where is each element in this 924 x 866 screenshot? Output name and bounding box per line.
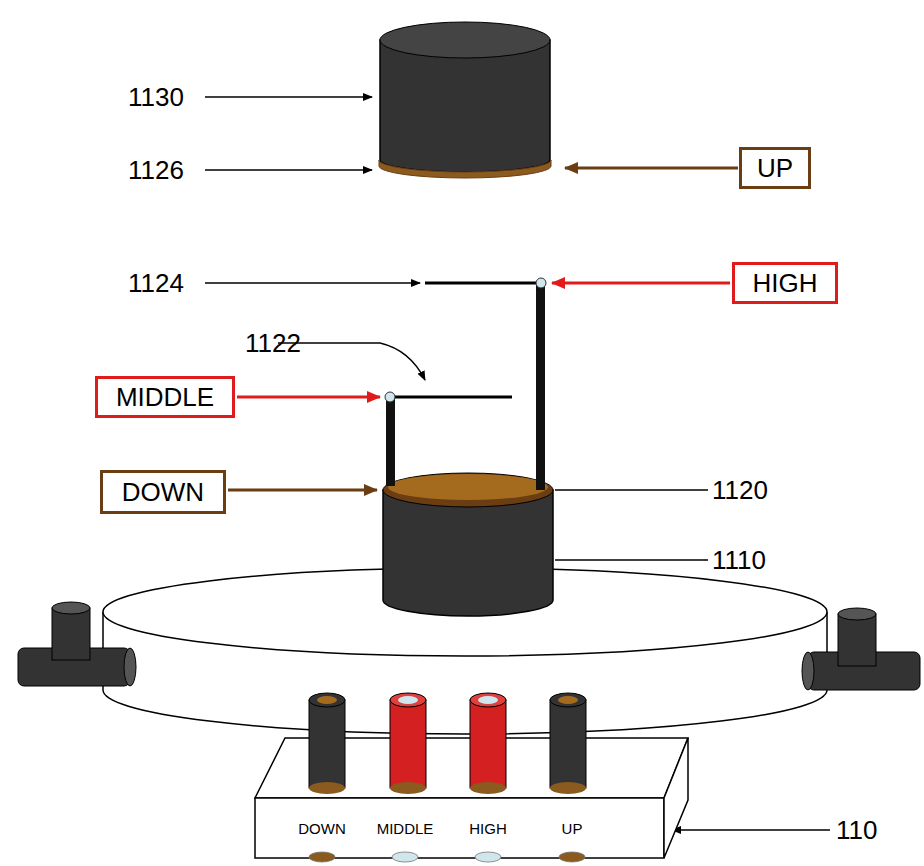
callout-number: 1120 <box>712 477 768 503</box>
high-electrode-wire <box>425 278 546 490</box>
signal-label: MIDDLE <box>116 383 214 412</box>
signal-label: HIGH <box>753 269 818 298</box>
callout-number: 1110 <box>712 547 766 573</box>
lower-electrode-cylinder <box>383 473 553 616</box>
high-label-box: HIGH <box>732 262 838 304</box>
terminal-jack <box>309 693 345 794</box>
tee-connector <box>18 602 136 686</box>
callout-number: 110 <box>836 817 877 843</box>
signal-label: UP <box>757 154 793 183</box>
terminal-box-face: DOWN MIDDLE HIGH UP <box>257 800 662 844</box>
up-label-box: UP <box>739 147 811 189</box>
tee-connector <box>802 608 920 690</box>
callout-number: 1124 <box>128 270 184 296</box>
down-label-box: DOWN <box>100 470 226 514</box>
middle-label-box: MIDDLE <box>95 376 235 418</box>
terminal-jack <box>550 693 586 794</box>
callout-number: 1130 <box>128 84 184 110</box>
terminal-name: DOWN <box>298 820 346 837</box>
callout-number: 1126 <box>128 157 184 183</box>
pointer-arrow <box>228 168 738 490</box>
signal-label: DOWN <box>122 478 204 507</box>
upper-electrode-cylinder <box>379 22 551 178</box>
terminal-name: HIGH <box>469 820 507 837</box>
terminal-name: UP <box>562 820 583 837</box>
callout-number: 1122 <box>245 330 301 356</box>
middle-electrode-wire <box>385 392 512 486</box>
terminal-jack <box>390 693 426 794</box>
terminal-dot <box>309 852 585 862</box>
terminal-jack <box>470 693 506 794</box>
terminal-name: MIDDLE <box>377 820 434 837</box>
callout-leader <box>205 97 830 830</box>
